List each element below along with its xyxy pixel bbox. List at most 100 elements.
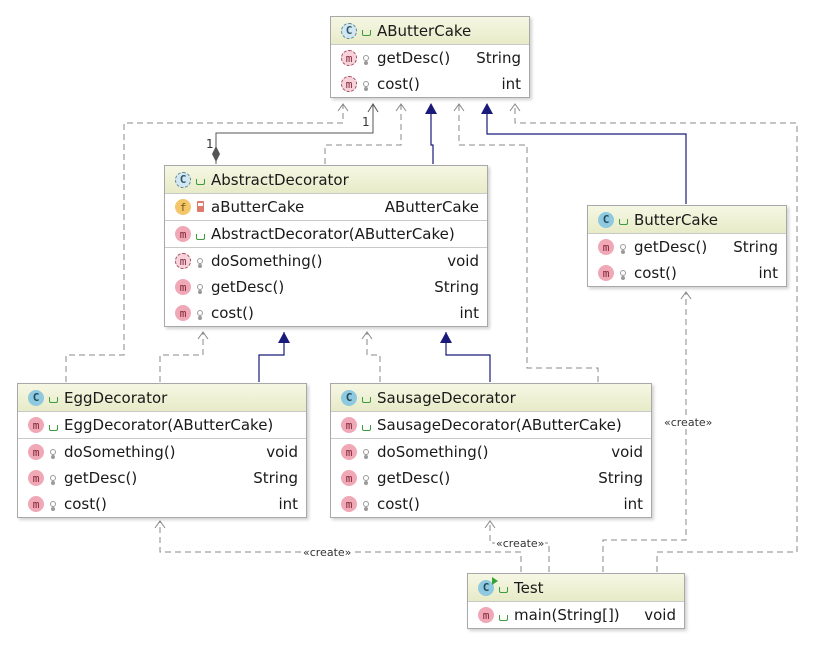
multiplicity-label-abstractdecorator: 1 xyxy=(206,137,214,151)
dependency-sausagedecorator-to-abuttercake xyxy=(458,104,599,382)
method-row[interactable]: m getDesc() String xyxy=(18,465,306,491)
method-row[interactable]: m cost() int xyxy=(331,71,529,97)
public-visibility-icon xyxy=(195,173,205,187)
method-name: doSomething() xyxy=(377,443,489,461)
field-name: aButterCake xyxy=(211,198,305,216)
multiplicity-label-abuttercake: 1 xyxy=(362,115,370,129)
protected-visibility-icon xyxy=(361,77,371,91)
method-type: int xyxy=(278,495,298,513)
method-icon: m xyxy=(598,265,614,281)
method-row[interactable]: m main(String[]) void xyxy=(468,602,684,628)
methods-section: m getDesc() String m cost() int xyxy=(331,45,529,97)
field-type: AButterCake xyxy=(384,198,479,216)
class-header: C SausageDecorator xyxy=(331,384,651,412)
abstract-class-icon: C xyxy=(341,22,357,39)
constructor-row[interactable]: m AbstractDecorator(AButterCake) xyxy=(165,221,487,247)
methods-section: m main(String[]) void xyxy=(468,602,684,628)
method-type: void xyxy=(266,443,298,461)
inheritance-arrowhead-abuttercake-1 xyxy=(425,103,437,114)
dependency-sausagedecorator-to-abstractdecorator xyxy=(366,332,381,382)
public-visibility-icon xyxy=(361,24,371,38)
aggregation-diamond xyxy=(212,146,220,162)
inheritance-abstractdecorator-to-abuttercake xyxy=(430,104,434,164)
method-row[interactable]: m cost() int xyxy=(18,491,306,517)
method-name: getDesc() xyxy=(64,469,138,487)
class-box-abstractdecorator[interactable]: C AbstractDecorator f aButterCake AButte… xyxy=(164,165,488,327)
method-name: main(String[]) xyxy=(514,606,620,624)
method-row[interactable]: m doSomething() void xyxy=(331,439,651,465)
method-name: cost() xyxy=(634,264,677,282)
public-visibility-icon xyxy=(48,418,58,432)
create-label-buttercake: «create» xyxy=(663,416,714,429)
public-visibility-icon xyxy=(498,581,508,595)
method-row[interactable]: m getDesc() String xyxy=(588,234,786,260)
class-box-test[interactable]: C Test m main(String[]) void xyxy=(467,573,685,629)
method-icon: m xyxy=(175,226,191,242)
method-row[interactable]: m getDesc() String xyxy=(165,274,487,300)
method-row[interactable]: m getDesc() String xyxy=(331,45,529,71)
run-arrow-icon xyxy=(492,576,498,585)
method-row[interactable]: m doSomething() void xyxy=(18,439,306,465)
method-row[interactable]: m cost() int xyxy=(331,491,651,517)
dep-arrowhead-4 xyxy=(509,103,521,112)
method-icon: m xyxy=(341,470,357,486)
dep-arrowhead-8 xyxy=(484,520,496,529)
method-name: cost() xyxy=(377,75,420,93)
static-method-icon: m xyxy=(478,607,494,623)
method-name: getDesc() xyxy=(377,469,451,487)
method-type: void xyxy=(644,606,676,624)
protected-visibility-icon xyxy=(48,445,58,459)
inheritance-eggdecorator-to-abstractdecorator xyxy=(258,332,285,382)
constructors-section: m SausageDecorator(AButterCake) xyxy=(331,412,651,439)
field-row[interactable]: f aButterCake AButterCake xyxy=(165,194,487,220)
method-type: String xyxy=(253,469,298,487)
dependency-abstractdecorator-to-abuttercake xyxy=(324,104,402,164)
dependency-test-to-sausagedecorator xyxy=(489,521,550,572)
methods-section: m doSomething() void m getDesc() String … xyxy=(18,439,306,517)
dep-arrowhead-3 xyxy=(453,103,465,112)
protected-visibility-icon xyxy=(48,497,58,511)
method-icon: m xyxy=(28,444,44,460)
inheritance-sausagedecorator-to-abstractdecorator xyxy=(445,332,491,382)
method-row[interactable]: m doSomething() void xyxy=(165,248,487,274)
constructor-name: EggDecorator(AButterCake) xyxy=(64,416,274,434)
class-box-sausagedecorator[interactable]: C SausageDecorator m SausageDecorator(AB… xyxy=(330,383,652,518)
protected-visibility-icon xyxy=(195,306,205,320)
aggregation-line xyxy=(215,104,374,164)
class-box-buttercake[interactable]: C ButterCake m getDesc() String m cost()… xyxy=(587,205,787,287)
method-name: cost() xyxy=(377,495,420,513)
class-box-abuttercake[interactable]: C AButterCake m getDesc() String m cost(… xyxy=(330,16,530,98)
method-row[interactable]: m cost() int xyxy=(588,260,786,286)
abstract-method-icon: m xyxy=(341,76,357,92)
method-icon: m xyxy=(28,496,44,512)
method-row[interactable]: m cost() int xyxy=(165,300,487,326)
method-row[interactable]: m getDesc() String xyxy=(331,465,651,491)
constructor-row[interactable]: m EggDecorator(AButterCake) xyxy=(18,412,306,438)
method-name: doSomething() xyxy=(211,252,323,270)
dependency-eggdecorator-to-abuttercake xyxy=(65,104,344,382)
method-icon: m xyxy=(28,417,44,433)
class-header: C EggDecorator xyxy=(18,384,306,412)
methods-section: m doSomething() void m getDesc() String … xyxy=(165,248,487,326)
class-name: ButterCake xyxy=(634,210,719,229)
constructor-row[interactable]: m SausageDecorator(AButterCake) xyxy=(331,412,651,438)
method-name: cost() xyxy=(211,304,254,322)
method-icon: m xyxy=(175,305,191,321)
method-name: getDesc() xyxy=(211,278,285,296)
methods-section: m getDesc() String m cost() int xyxy=(588,234,786,286)
private-lock-icon xyxy=(195,200,205,214)
method-icon: m xyxy=(598,239,614,255)
dep-arrowhead-5 xyxy=(197,331,209,340)
inheritance-arrowhead-abstractdecorator-2 xyxy=(440,332,452,343)
dep-arrowhead-2 xyxy=(395,103,407,112)
class-icon: C xyxy=(341,389,357,406)
inheritance-buttercake-to-abuttercake xyxy=(486,104,687,204)
constructor-name: SausageDecorator(AButterCake) xyxy=(377,416,622,434)
class-icon: C xyxy=(28,389,44,406)
class-name: Test xyxy=(514,578,544,597)
class-box-eggdecorator[interactable]: C EggDecorator m EggDecorator(AButterCak… xyxy=(17,383,307,518)
constructor-name: AbstractDecorator(AButterCake) xyxy=(211,225,455,243)
method-name: getDesc() xyxy=(377,49,451,67)
method-type: String xyxy=(476,49,521,67)
method-type: String xyxy=(598,469,643,487)
